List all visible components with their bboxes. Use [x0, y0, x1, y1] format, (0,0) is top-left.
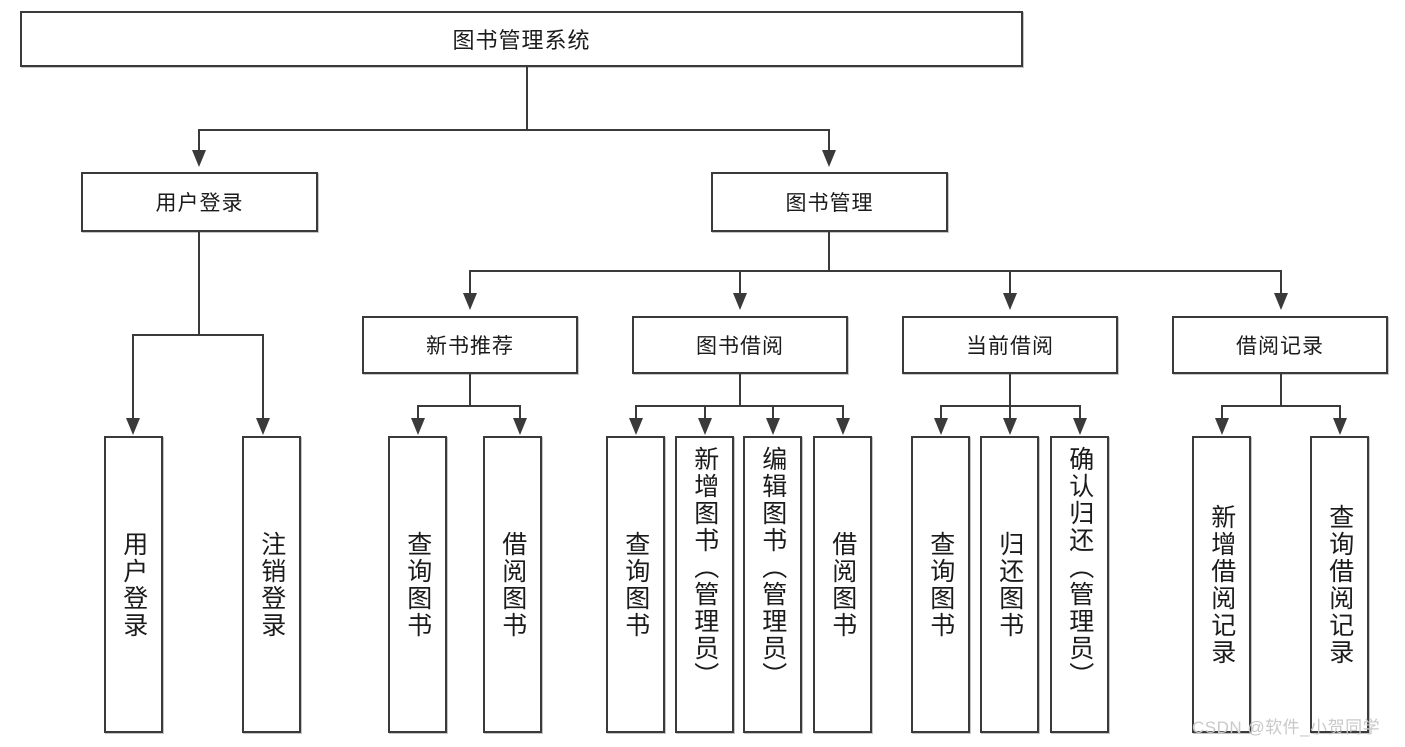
- connector-br-leg-1: [1221, 405, 1223, 419]
- connector-cb-leg-1: [940, 405, 942, 419]
- node-leaf-user-login[interactable]: 用户登录: [104, 436, 163, 733]
- node-label: 查询图书: [926, 530, 955, 639]
- node-label: 归还图书: [995, 530, 1024, 639]
- arrow-to-leaf-add-book: [698, 418, 712, 435]
- connector-user-login-leg-2: [262, 334, 264, 419]
- arrow-to-leaf-borrow-book-2: [836, 418, 850, 435]
- node-label: 图书借阅: [696, 335, 784, 358]
- arrow-to-leaf-logout-login: [256, 418, 270, 435]
- arrow-to-leaf-user-login: [126, 418, 140, 435]
- node-leaf-borrow-book-1[interactable]: 借阅图书: [483, 436, 542, 733]
- node-leaf-add-record[interactable]: 新增借阅记录: [1192, 436, 1251, 733]
- connector-br-leg-2: [1339, 405, 1341, 419]
- connector-bb-leg-4: [842, 405, 844, 419]
- arrow-to-leaf-confirm-return: [1073, 418, 1087, 435]
- node-label: 图书管理系统: [452, 28, 591, 53]
- arrow-to-new-book-recommend: [463, 293, 477, 310]
- connector-br-bus: [1222, 405, 1341, 407]
- node-leaf-query-book-1[interactable]: 查询图书: [388, 436, 447, 733]
- node-label: 借阅图书: [498, 530, 527, 639]
- node-label: 新增借阅记录: [1207, 503, 1236, 666]
- node-leaf-query-record[interactable]: 查询借阅记录: [1310, 436, 1369, 733]
- connector-root-leg-right: [828, 129, 830, 151]
- node-label: 借阅记录: [1236, 335, 1324, 358]
- arrow-to-leaf-query-record: [1333, 418, 1347, 435]
- node-leaf-confirm-return[interactable]: 确认归还（管理员）: [1050, 436, 1109, 733]
- connector-nbr-leg-1: [417, 405, 419, 419]
- arrow-to-leaf-query-book-1: [411, 418, 425, 435]
- connector-bm-leg-1: [469, 270, 471, 294]
- arrow-to-leaf-add-record: [1215, 418, 1229, 435]
- connector-bm-leg-3: [1009, 270, 1011, 294]
- connector-bb-stem: [739, 374, 741, 406]
- node-label: 新书推荐: [426, 335, 514, 358]
- node-new-book-recommend[interactable]: 新书推荐: [362, 316, 578, 374]
- node-label: 当前借阅: [966, 335, 1054, 358]
- node-label: 用户登录: [155, 192, 244, 215]
- arrow-to-leaf-query-book-2: [629, 418, 643, 435]
- arrow-to-borrow-record: [1274, 293, 1288, 310]
- node-label: 编辑图书（管理员）: [758, 446, 787, 689]
- connector-user-login-bus: [133, 334, 264, 336]
- arrow-to-leaf-edit-book: [766, 418, 780, 435]
- connector-cb-stem: [1009, 374, 1011, 406]
- connector-br-stem: [1280, 374, 1282, 406]
- node-borrow-record[interactable]: 借阅记录: [1172, 316, 1388, 374]
- node-leaf-borrow-book-2[interactable]: 借阅图书: [813, 436, 872, 733]
- connector-bb-leg-1: [635, 405, 637, 419]
- connector-nbr-stem: [469, 374, 471, 406]
- node-label: 查询图书: [403, 530, 432, 639]
- connector-bb-bus: [636, 405, 844, 407]
- arrow-to-leaf-return-book: [1003, 418, 1017, 435]
- node-label: 图书管理: [785, 192, 874, 215]
- arrow-to-book-borrow: [733, 293, 747, 310]
- connector-user-login-stem: [198, 232, 200, 335]
- arrow-to-user-login: [192, 150, 206, 167]
- node-leaf-return-book[interactable]: 归还图书: [980, 436, 1039, 733]
- connector-nbr-leg-2: [519, 405, 521, 419]
- node-leaf-query-book-2[interactable]: 查询图书: [606, 436, 665, 733]
- connector-root-stem: [526, 67, 528, 130]
- connector-bm-leg-2: [739, 270, 741, 294]
- node-root-book-management-system[interactable]: 图书管理系统: [20, 11, 1023, 67]
- connector-root-bus: [199, 129, 829, 131]
- node-label: 新增图书（管理员）: [690, 446, 719, 689]
- node-label: 借阅图书: [828, 530, 857, 639]
- node-label: 注销登录: [257, 530, 286, 639]
- arrow-to-leaf-borrow-book-1: [513, 418, 527, 435]
- arrow-to-book-manage: [822, 150, 836, 167]
- node-user-login[interactable]: 用户登录: [81, 172, 318, 232]
- connector-cb-leg-3: [1079, 405, 1081, 419]
- connector-user-login-leg-1: [132, 334, 134, 419]
- connector-book-manage-stem: [828, 232, 830, 271]
- connector-book-manage-bus: [470, 270, 1282, 272]
- node-leaf-edit-book[interactable]: 编辑图书（管理员）: [743, 436, 802, 733]
- node-label: 确认归还（管理员）: [1065, 446, 1094, 689]
- connector-bm-leg-4: [1280, 270, 1282, 294]
- node-label: 用户登录: [119, 530, 148, 639]
- node-label: 查询借阅记录: [1325, 503, 1354, 666]
- connector-cb-bus: [941, 405, 1081, 407]
- connector-bb-leg-3: [772, 405, 774, 419]
- node-current-borrow[interactable]: 当前借阅: [902, 316, 1118, 374]
- node-label: 查询图书: [621, 530, 650, 639]
- node-leaf-logout-login[interactable]: 注销登录: [242, 436, 301, 733]
- arrow-to-current-borrow: [1003, 293, 1017, 310]
- connector-cb-leg-2: [1009, 405, 1011, 419]
- connector-bb-leg-2: [704, 405, 706, 419]
- connector-root-leg-left: [198, 129, 200, 151]
- node-leaf-query-book-3[interactable]: 查询图书: [911, 436, 970, 733]
- csdn-watermark: CSDN @软件_小贺同学: [1192, 718, 1381, 737]
- connector-nbr-bus: [418, 405, 521, 407]
- node-leaf-add-book[interactable]: 新增图书（管理员）: [675, 436, 734, 733]
- node-book-borrow[interactable]: 图书借阅: [632, 316, 848, 374]
- arrow-to-leaf-query-book-3: [934, 418, 948, 435]
- node-book-management[interactable]: 图书管理: [711, 172, 948, 232]
